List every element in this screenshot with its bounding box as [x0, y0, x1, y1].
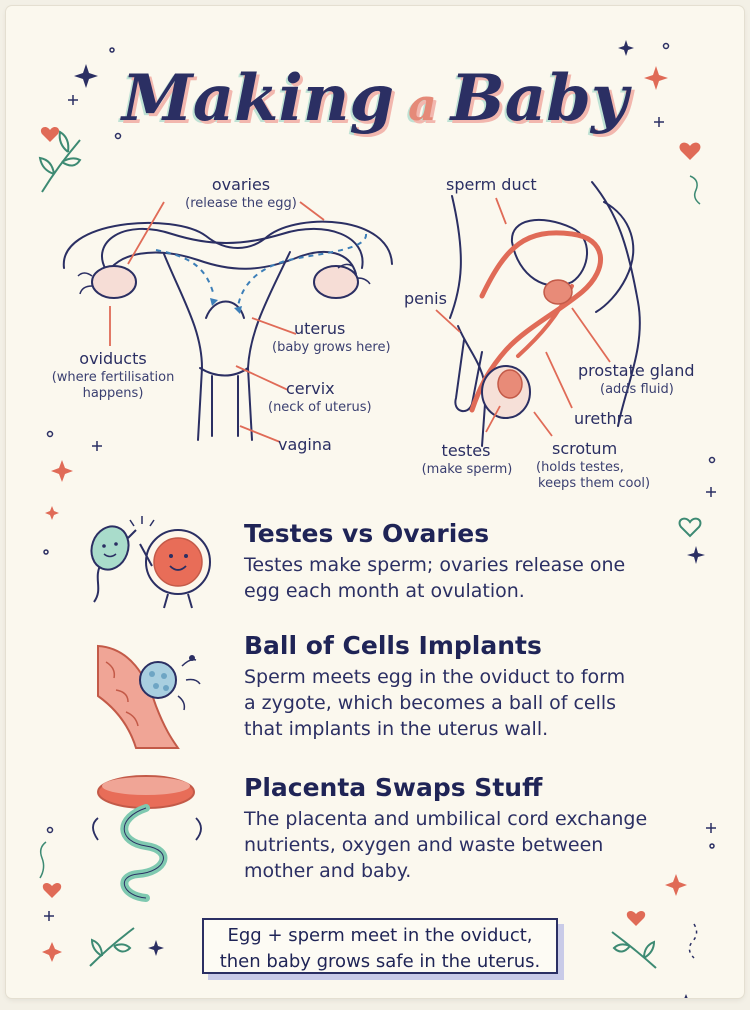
label-testes-note: (make sperm)	[421, 462, 513, 477]
label-uterus-note: (baby grows here)	[272, 340, 391, 355]
label-cervix-note: (neck of uterus)	[268, 400, 372, 415]
label-testes: testes	[441, 441, 491, 460]
bladder	[510, 218, 588, 287]
male-reproductive-diagram	[435, 181, 641, 447]
label-oviducts-note-1: (where fertilisation	[51, 370, 175, 385]
plus-icon	[44, 95, 716, 921]
label-prostate: prostate gland	[578, 361, 695, 380]
callout-line-2: then baby grows safe in the uterus.	[219, 951, 541, 972]
coral-sparkle-icon	[42, 66, 687, 962]
section-heading: Testes vs Ovaries	[244, 519, 490, 548]
label-scrotum-note-2: keeps them cool)	[538, 476, 651, 491]
implanting-ball-icon	[97, 644, 201, 749]
label-oviducts-note-2: happens)	[82, 386, 144, 401]
section-body: Testes make sperm; ovaries release one e…	[244, 554, 626, 602]
label-pointers	[109, 201, 325, 443]
label-urethra: urethra	[574, 409, 634, 428]
leaf-sprig-icon	[38, 130, 657, 969]
label-penis: penis	[404, 289, 447, 308]
label-sperm-duct: sperm duct	[446, 175, 537, 194]
prostate-gland	[543, 279, 573, 305]
label-cervix: cervix	[286, 379, 335, 398]
section-body: The placenta and umbilical cord exchange…	[244, 808, 648, 882]
sperm-egg-friends-icon	[90, 516, 211, 609]
section-placenta-swaps-stuff: Placenta Swaps Stuff The placenta and um…	[244, 772, 714, 884]
decorations	[38, 40, 716, 998]
title-word-a: a	[408, 80, 437, 131]
callout-line-1: Egg + sperm meet in the oviduct,	[227, 925, 533, 946]
heart-icon	[40, 127, 702, 926]
label-ovaries-note: (release the egg)	[185, 196, 297, 211]
section-illustrations	[90, 516, 211, 902]
title-word-making: Making	[121, 61, 395, 136]
label-prostate-note: (adds fluid)	[600, 382, 674, 397]
label-ovaries: ovaries	[211, 175, 271, 194]
label-oviducts: oviducts	[79, 349, 147, 368]
label-scrotum: scrotum	[552, 439, 618, 458]
female-reproductive-diagram	[62, 201, 393, 443]
title-word-baby: Baby	[450, 61, 629, 136]
sperm-duct-tube	[469, 230, 604, 413]
male-label-pointers	[435, 197, 611, 437]
egg-path-left	[155, 249, 215, 297]
summary-callout: Egg + sperm meet in the oviduct, then ba…	[202, 918, 558, 974]
section-heading: Ball of Cells Implants	[244, 631, 542, 660]
section-heading: Placenta Swaps Stuff	[244, 773, 543, 802]
label-scrotum-note-1: (holds testes,	[536, 460, 624, 475]
label-uterus: uterus	[294, 319, 346, 338]
dots-icon	[39, 42, 716, 959]
section-testes-vs-ovaries: Testes vs Ovaries Testes make sperm; ova…	[244, 518, 714, 604]
testis	[497, 369, 523, 399]
oviducts-tube	[101, 227, 364, 271]
label-vagina: vagina	[278, 435, 332, 454]
sparkle-icon	[74, 40, 705, 998]
placenta-cord-icon	[92, 775, 202, 902]
egg-path-right	[237, 233, 368, 307]
ovary-icon	[91, 265, 359, 299]
section-body: Sperm meets egg in the oviduct to form a…	[244, 666, 626, 740]
section-ball-of-cells-implants: Ball of Cells Implants Sperm meets egg i…	[244, 630, 714, 742]
